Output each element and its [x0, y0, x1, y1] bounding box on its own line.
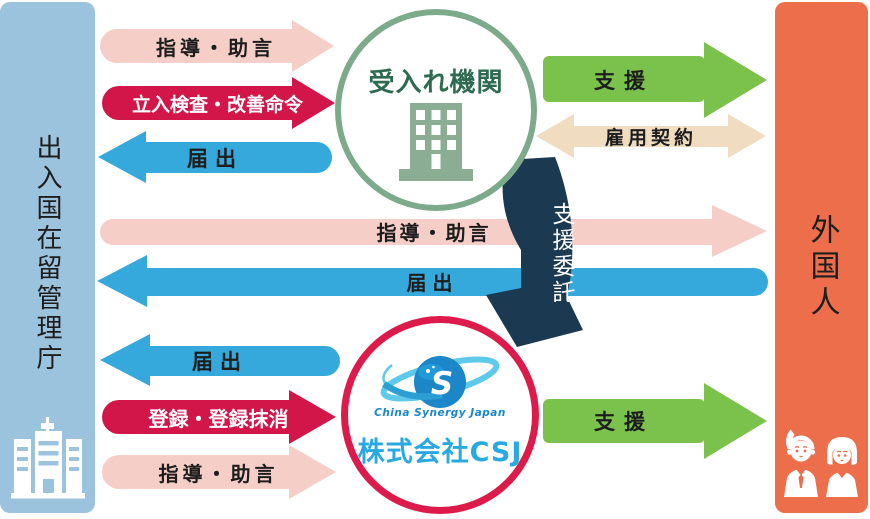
arrowhead-left-icon — [97, 255, 147, 307]
arrow-notification-top: 届出 — [98, 131, 332, 184]
businesswoman-icon — [825, 437, 858, 497]
arrowhead-left-icon — [536, 114, 574, 158]
arrowhead-right-icon — [292, 77, 335, 129]
arrowhead-right-icon — [704, 42, 767, 118]
arrow-support-bottom: 支援 — [543, 383, 767, 459]
arrow-body — [543, 56, 705, 102]
arrow-body — [543, 399, 705, 443]
accepting-organization-node: 受入れ機関 — [335, 9, 537, 211]
arrowhead-right-icon — [728, 114, 766, 158]
arrowhead-right-icon — [289, 390, 336, 444]
immigration-agency-column: 出入国在留管理庁 — [0, 2, 95, 513]
arrow-label: 立入検査・改善命令 — [131, 94, 303, 116]
arrow-body — [102, 400, 289, 434]
office-building-icon — [399, 103, 473, 181]
arrow-body — [147, 268, 768, 296]
arrow-label: 支援 — [594, 410, 654, 434]
arrow-guidance-advice-long: 指導・助言 — [100, 205, 768, 258]
arrow-guidance-advice-bottom: 指導・助言 — [102, 445, 336, 499]
logo-caption: China Synergy Japan — [374, 407, 506, 419]
arrow-label: 登録・登録抹消 — [148, 406, 289, 431]
arrowhead-left-icon — [100, 334, 150, 386]
arrow-label: 雇用契約 — [604, 127, 697, 149]
arrow-body — [573, 126, 729, 147]
accepting-organization-label: 受入れ機関 — [368, 68, 504, 98]
arrow-label: 指導・助言 — [158, 461, 279, 486]
businessman-icon — [783, 429, 818, 497]
arrowhead-right-icon — [704, 383, 767, 459]
arrow-label: 届出 — [187, 146, 243, 171]
government-building-icon — [10, 417, 85, 499]
arrow-guidance-advice-top: 指導・助言 — [98, 20, 334, 73]
arrowhead-left-icon — [98, 131, 146, 183]
foreigner-column: 外国人 — [775, 2, 868, 513]
arrowhead-right-icon — [289, 445, 336, 499]
arrow-body — [102, 455, 289, 489]
foreigner-label: 外国人 — [804, 214, 840, 322]
arrow-label: 届出 — [406, 271, 459, 295]
arrow-notification-long: 届出 — [97, 255, 768, 308]
csj-globe-logo: S — [380, 356, 500, 408]
arrow-body — [150, 346, 340, 376]
logo-monogram: S — [431, 366, 453, 402]
arrow-body — [100, 219, 714, 245]
arrow-body — [146, 142, 332, 173]
arrow-body — [100, 29, 292, 63]
arrow-label: 指導・助言 — [376, 221, 492, 245]
arrow-inspection-order: 立入検査・改善命令 — [100, 77, 335, 130]
arrowhead-right-icon — [712, 205, 767, 257]
arrow-label: 届出 — [192, 349, 248, 374]
csj-company-node: S China Synergy Japan 株式会社CSJ — [341, 316, 539, 514]
arrow-registration: 登録・登録抹消 — [102, 390, 336, 444]
businesspeople-icons — [783, 429, 858, 497]
arrow-notification-bottom: 届出 — [100, 334, 340, 387]
arrowhead-right-icon — [292, 20, 334, 72]
arrow-label-support-delegation: 支援委託 — [548, 202, 574, 306]
company-name: 株式会社CSJ — [357, 437, 523, 468]
arrow-label: 支援 — [594, 69, 654, 93]
arrow-label: 指導・助言 — [156, 36, 276, 60]
arrow-employment-contract: 雇用契約 — [536, 114, 766, 159]
immigration-agency-label: 出入国在留管理庁 — [32, 134, 62, 374]
arrow-support-top: 支援 — [543, 42, 767, 118]
arrow-body — [102, 86, 292, 120]
